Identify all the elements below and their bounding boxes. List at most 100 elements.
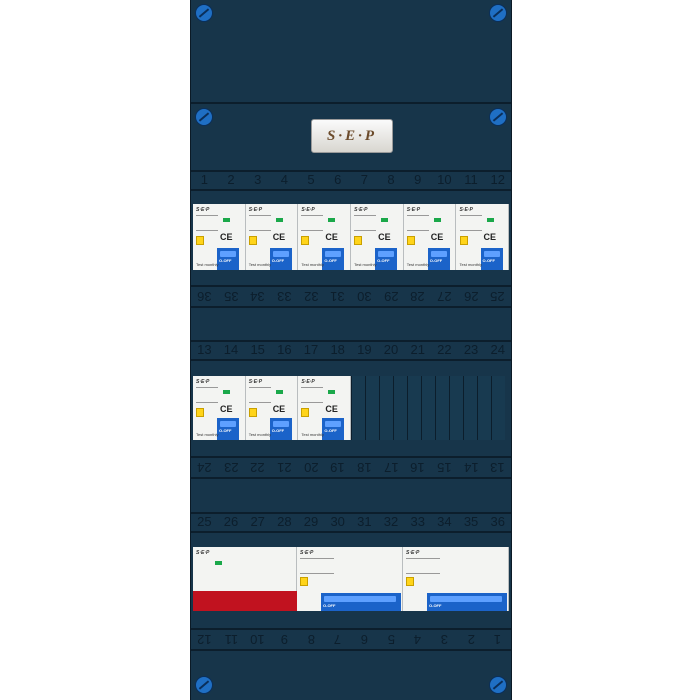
status-indicator [275, 218, 283, 222]
ce-mark: CE [272, 404, 286, 414]
switch-handle[interactable]: O-OFF [269, 248, 292, 270]
position-number: 35 [223, 289, 239, 304]
position-number: 10 [437, 172, 452, 187]
blank-cover [491, 376, 505, 440]
test-button[interactable] [301, 236, 310, 245]
position-number: 17 [383, 460, 399, 475]
position-number: 21 [277, 460, 292, 475]
position-number: 15 [437, 460, 452, 475]
position-number: 30 [330, 514, 345, 529]
position-number: 11 [464, 172, 478, 187]
switch-handle[interactable]: O-OFF [217, 248, 239, 270]
switch-handle[interactable]: O-OFF [427, 248, 450, 270]
test-label: Test monthly [248, 432, 272, 437]
position-number: 19 [330, 460, 345, 475]
position-number: 23 [463, 342, 479, 357]
position-number: 18 [357, 460, 372, 475]
position-number: 7 [360, 172, 368, 187]
module-spec-lines [354, 215, 377, 231]
position-number: 33 [277, 289, 292, 304]
test-button[interactable] [406, 236, 415, 245]
switch-handle[interactable]: O-OFF [321, 593, 401, 611]
test-button[interactable] [300, 577, 308, 586]
position-number: 12 [197, 632, 212, 647]
position-number: 7 [334, 632, 342, 647]
position-number: 6 [360, 632, 368, 647]
position-number: 27 [250, 514, 265, 529]
switch-handle[interactable]: O-OFF [375, 248, 398, 270]
switch-handle[interactable]: O-OFF [322, 248, 345, 270]
switch-handle[interactable]: O-OFF [322, 418, 345, 440]
position-number: 17 [303, 342, 319, 357]
switch-handle[interactable]: O-OFF [217, 418, 239, 440]
ce-mark: CE [325, 404, 338, 414]
position-number: 13 [197, 342, 212, 357]
test-button[interactable] [248, 236, 257, 245]
position-number: 8 [307, 632, 315, 647]
test-button[interactable] [248, 408, 257, 417]
status-indicator [381, 218, 389, 222]
test-button[interactable] [459, 236, 468, 245]
blank-cover [477, 376, 491, 440]
ce-mark: CE [483, 232, 497, 242]
cover-divider [191, 102, 511, 104]
module-brand: S·E·P [300, 550, 314, 556]
blank-cover [435, 376, 449, 440]
position-number: 28 [277, 514, 292, 529]
position-number: 16 [277, 342, 292, 357]
test-button[interactable] [354, 236, 363, 245]
test-button[interactable] [196, 236, 204, 245]
test-button[interactable] [301, 408, 310, 417]
screw-icon [489, 108, 507, 126]
test-label: Test monthly [248, 262, 272, 267]
module-spec-lines [300, 558, 334, 574]
position-number: 26 [223, 514, 239, 529]
test-label: Test monthly [354, 262, 377, 267]
position-number: 27 [437, 289, 452, 304]
position-number: 3 [254, 172, 262, 187]
position-number: 36 [197, 289, 212, 304]
rcd-module[interactable]: S·E·P O-OFF [297, 547, 403, 611]
position-number: 24 [490, 342, 505, 357]
status-indicator [275, 390, 283, 394]
position-number: 16 [410, 460, 425, 475]
module-spec-lines [301, 387, 324, 403]
status-indicator [215, 561, 222, 565]
blank-cover [393, 376, 407, 440]
test-button[interactable] [196, 408, 204, 417]
ce-mark: CE [220, 404, 233, 414]
switch-handle[interactable]: O-OFF [480, 248, 503, 270]
position-number: 32 [303, 289, 319, 304]
position-number: 3 [440, 632, 448, 647]
test-label: Test monthly [301, 432, 324, 437]
ce-mark: CE [325, 232, 338, 242]
module-spec-lines [196, 387, 218, 403]
test-button[interactable] [406, 577, 414, 586]
position-number: 14 [463, 460, 479, 475]
position-number: 21 [410, 342, 425, 357]
module-brand: S·E·P [196, 207, 210, 213]
rcd-module[interactable]: S·E·P O-OFF [403, 547, 509, 611]
switch-handle[interactable]: O-OFF [269, 418, 292, 440]
module-brand: S·E·P [406, 550, 420, 556]
main-switch-handle[interactable] [193, 591, 297, 611]
status-indicator [486, 218, 494, 222]
switch-handle[interactable]: O-OFF [427, 593, 507, 611]
position-number: 31 [330, 289, 345, 304]
position-number: 29 [303, 514, 319, 529]
